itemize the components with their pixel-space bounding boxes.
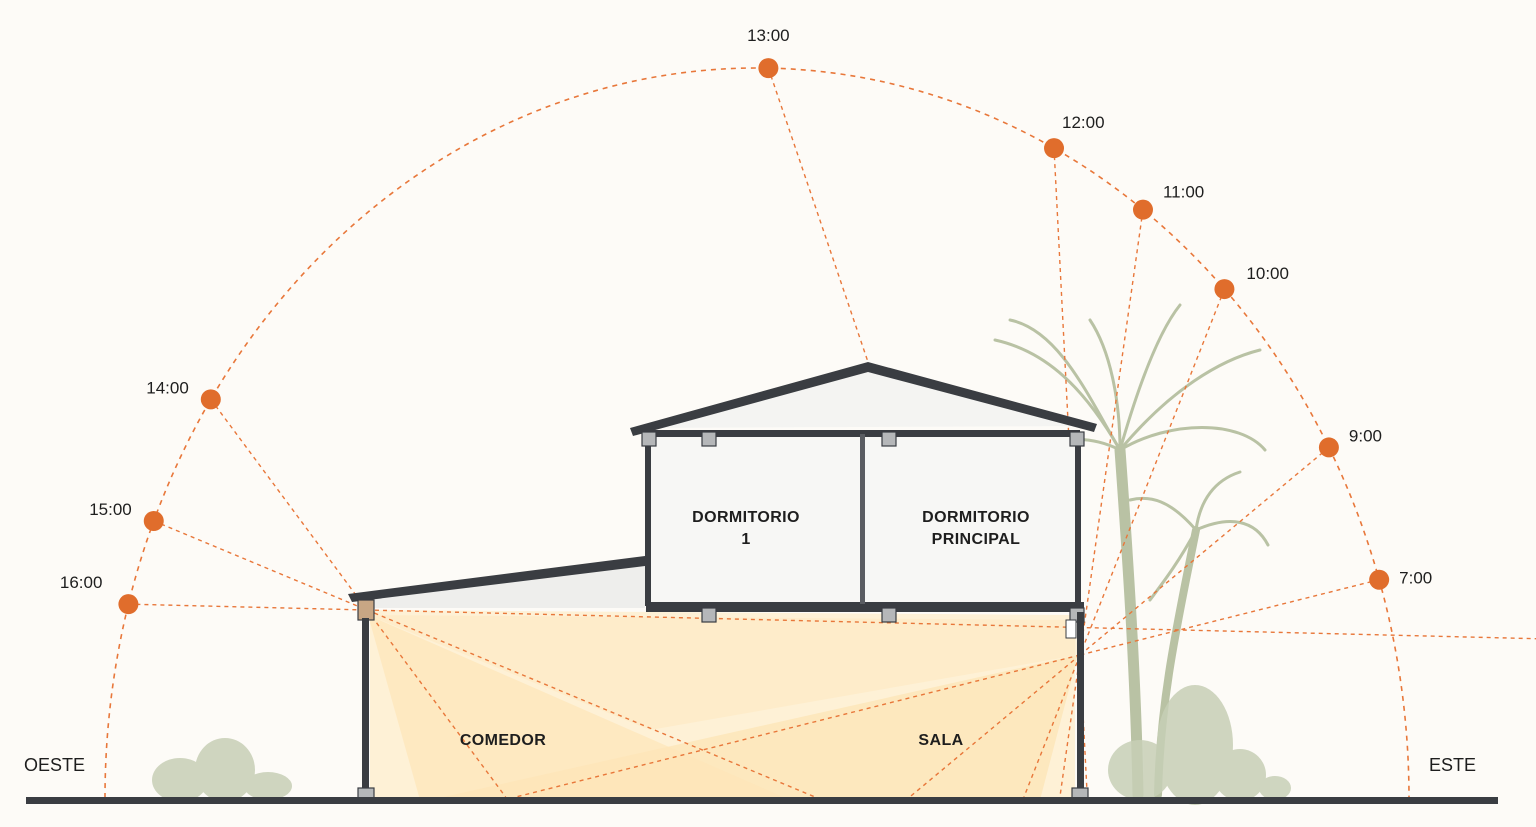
shrubs-illustration: [152, 685, 1291, 805]
sun-time-label-9-00: 9:00: [1349, 426, 1382, 445]
sun-ray-15-00: [153, 520, 368, 611]
sun-time-label-13-00: 13:00: [747, 26, 790, 45]
sun-time-label-16-00: 16:00: [60, 573, 103, 592]
room-label-dormitorio-1-line1: DORMITORIO: [692, 509, 800, 526]
room-label-dormitorio-1-line2: 1: [741, 531, 750, 548]
room-label-comedor: COMEDOR: [460, 732, 546, 749]
sun-marker-12-00: [1044, 138, 1065, 159]
sun-time-label-11-00: 11:00: [1163, 183, 1204, 202]
sun-ray-14-00: [210, 398, 368, 611]
sun-ray-interior-9-00: [909, 654, 1081, 798]
sun-time-label-12-00: 12:00: [1062, 113, 1105, 132]
sun-ray-11-00: [1079, 209, 1144, 656]
sun-time-label-7-00: 7:00: [1399, 569, 1432, 588]
sun-marker-11-00: [1132, 199, 1153, 220]
sun-ray-interior-10-00: [1023, 654, 1081, 798]
sun-ray-10-00: [1079, 288, 1226, 656]
sun-time-label-10-00: 10:00: [1246, 264, 1289, 283]
room-label-sala: SALA: [918, 732, 963, 749]
room-label-dormitorio-principal-line2: PRINCIPAL: [932, 531, 1021, 548]
sun-marker-14-00: [200, 389, 221, 410]
gable-roof: [630, 362, 1097, 436]
sun-ray-13-00: [767, 67, 869, 363]
sun-rays: [128, 67, 1536, 798]
sun-ray-interior-14-00: [366, 609, 507, 798]
sun-ray-interior-15-00: [366, 609, 816, 798]
sun-ray-7-00: [1079, 579, 1380, 656]
house-section: [348, 362, 1097, 801]
direction-label-west: OESTE: [24, 755, 85, 775]
sun-time-label-15-00: 15:00: [89, 500, 132, 519]
direction-label-east: ESTE: [1429, 755, 1476, 775]
sun-marker-7-00: [1369, 569, 1390, 590]
shed-roof: [348, 556, 645, 602]
sun-marker-16-00: [118, 594, 139, 615]
ground-line: [26, 797, 1498, 804]
sun-ray-9-00: [1079, 446, 1330, 656]
sun-marker-10-00: [1214, 279, 1235, 300]
sun-marker-15-00: [143, 510, 164, 531]
sunlight-fans: [368, 610, 1078, 800]
sun-ray-interior-7-00: [515, 654, 1081, 798]
sun-marker-9-00: [1318, 437, 1339, 458]
sun-positions: 7:00 9:00 10:00 11:00 12:00 13:00 14:00 15:00 16…: [60, 26, 1432, 615]
sun-time-label-14-00: 14:00: [146, 378, 189, 397]
sun-ray-16-00: [128, 603, 368, 611]
sun-path-arc: [104, 67, 1410, 799]
room-label-dormitorio-principal-line1: DORMITORIO: [922, 509, 1030, 526]
sun-marker-13-00: [758, 58, 779, 79]
